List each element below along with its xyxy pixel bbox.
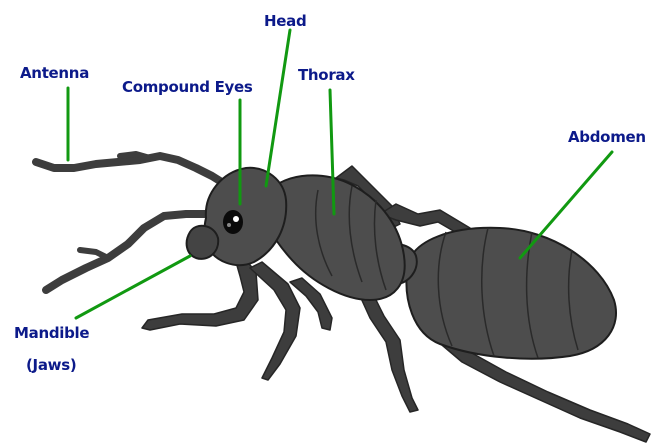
abdomen-shape bbox=[406, 228, 616, 359]
label-abdomen: Abdomen bbox=[568, 128, 646, 146]
front-leg bbox=[142, 258, 258, 330]
label-mandible: Mandible bbox=[14, 324, 89, 342]
mandible-shape bbox=[187, 226, 219, 259]
abdomen-leader bbox=[520, 152, 612, 258]
upper-antenna bbox=[36, 156, 228, 186]
head-leader bbox=[266, 30, 290, 186]
antennae bbox=[36, 154, 228, 290]
label-antenna: Antenna bbox=[20, 64, 89, 82]
compound-eye bbox=[223, 210, 243, 234]
label-thorax: Thorax bbox=[298, 66, 355, 84]
ant-body bbox=[187, 168, 616, 359]
label-head: Head bbox=[264, 12, 306, 30]
middle-lower-leg bbox=[360, 292, 418, 412]
label-jaws: (Jaws) bbox=[26, 356, 76, 374]
label-compound-eyes: Compound Eyes bbox=[122, 78, 253, 96]
front-lower-leg bbox=[250, 262, 300, 380]
lower-antenna-tip bbox=[80, 250, 108, 258]
lower-antenna bbox=[46, 214, 210, 290]
